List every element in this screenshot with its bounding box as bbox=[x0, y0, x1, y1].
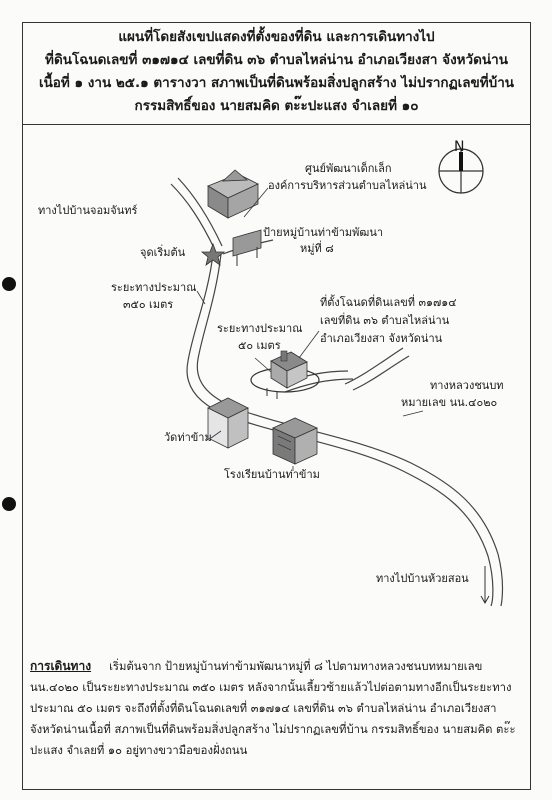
label-road-huai-son: ทางไปบ้านห้วยสอน bbox=[376, 572, 469, 585]
directions-text: เริ่มต้นจาก ป้ายหมู่บ้านท่าข้ามพัฒนาหมู่… bbox=[30, 660, 516, 757]
title-line-3: เนื้อที่ ๑ งาน ๒๕.๑ ตารางวา สภาพเป็นที่ด… bbox=[38, 75, 515, 91]
start-point-star bbox=[200, 242, 226, 266]
title-line-2: ที่ดินโฉนดเลขที่ ๓๑๗๑๔ เลขที่ดิน ๓๖ ตำบล… bbox=[45, 52, 508, 68]
road-branch-plot-edge bbox=[284, 378, 354, 393]
label-distance-50-2: ๕๐ เมตร bbox=[238, 339, 281, 352]
label-road-jom-chan: ทางไปบ้านจอมจันทร์ bbox=[38, 204, 138, 217]
label-village-sign-2: หมู่ที่ ๘ bbox=[300, 242, 334, 255]
temple-building-icon bbox=[207, 397, 249, 449]
page-frame bbox=[22, 22, 531, 790]
road-jom-chan bbox=[170, 183, 216, 251]
road-jom-chan-edge bbox=[177, 177, 223, 247]
title-line-1: แผนที่โดยสังเขปแสดงที่ตั้งของที่ดิน และก… bbox=[118, 29, 435, 45]
label-plot-2: เลขที่ดิน ๓๖ ตำบลไหล่น่าน bbox=[320, 314, 450, 327]
label-start-point: จุดเริ่มต้น bbox=[140, 246, 186, 259]
label-highway-1: ทางหลวงชนบท bbox=[430, 379, 504, 392]
punch-hole-bottom bbox=[2, 497, 16, 511]
road-main-upper-edge bbox=[196, 253, 504, 607]
directions-heading: การเดินทาง bbox=[30, 659, 92, 673]
punch-hole-top bbox=[2, 277, 16, 291]
school-building-icon bbox=[272, 417, 318, 465]
label-school: โรงเรียนบ้านท่าข้าม bbox=[224, 468, 320, 481]
title-line-4: กรรมสิทธิ์ของ นายสมคิด ตะ๊ะปะแสง จำเลยที… bbox=[134, 98, 419, 114]
label-compass-n: N bbox=[454, 139, 465, 155]
label-highway-2: หมายเลข นน.๔๐๒๐ bbox=[401, 396, 498, 409]
label-village-sign-1: ป้ายหมู่บ้านท่าข้ามพัฒนา bbox=[263, 226, 384, 239]
title-block: แผนที่โดยสังเขปแสดงที่ตั้งของที่ดิน และก… bbox=[22, 22, 531, 125]
label-temple: วัดท่าข้าม bbox=[164, 431, 212, 444]
label-distance-350-1: ระยะทางประมาณ bbox=[111, 281, 197, 294]
directions-block: การเดินทางเริ่มต้นจาก ป้ายหมู่บ้านท่าข้า… bbox=[30, 656, 525, 761]
label-distance-50-1: ระยะทางประมาณ bbox=[217, 322, 303, 335]
label-plot-1: ที่ตั้งโฉนดที่ดินเลขที่ ๓๑๗๑๔ bbox=[320, 296, 457, 309]
sketch-map: N ศูนย์พัฒนาเด็กเล็ก องค์การบริหารส่วนตำ… bbox=[23, 126, 530, 646]
road-upper-right-edge bbox=[352, 355, 410, 391]
child-center-building-icon bbox=[207, 169, 259, 219]
compass-icon bbox=[438, 148, 484, 194]
label-distance-350-2: ๓๕๐ เมตร bbox=[123, 298, 174, 311]
road-upper-right bbox=[344, 347, 404, 385]
label-plot-3: อำเภอเวียงสา จังหวัดน่าน bbox=[320, 332, 443, 345]
label-child-center-2: องค์การบริหารส่วนตำบลไหล่น่าน bbox=[268, 179, 427, 192]
label-child-center-1: ศูนย์พัฒนาเด็กเล็ก bbox=[305, 162, 392, 175]
map-drawing bbox=[170, 148, 504, 607]
plot-house-icon bbox=[250, 350, 320, 399]
village-sign-icon bbox=[232, 229, 262, 266]
